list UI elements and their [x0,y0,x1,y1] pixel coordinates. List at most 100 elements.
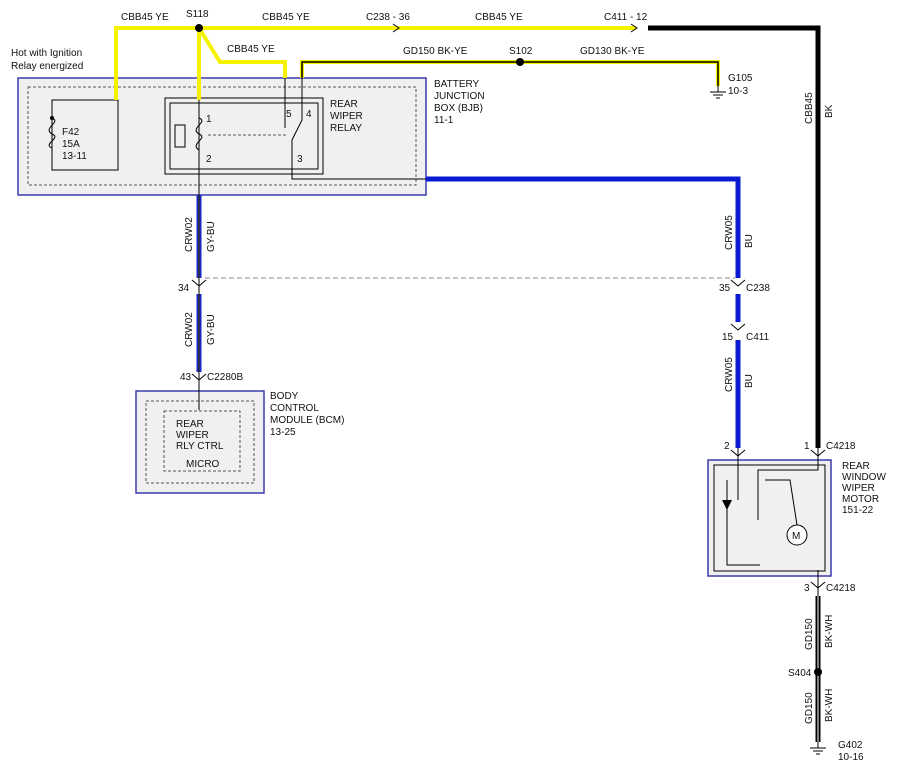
bcm-title-3: MODULE (BCM) [270,415,344,426]
motor-capacitor-line [765,479,798,526]
motor-ref: 151-22 [842,505,874,516]
hot-with-ignition-label: Hot with Ignition [11,48,82,59]
bjb-ref: 11-1 [434,115,454,126]
cbb45-bk-wire [648,25,821,448]
connector-c411-icon [630,23,638,33]
bjb-dashed-outline [27,86,417,186]
rear-wiper-rly-ctrl-3: RLY CTRL [176,441,224,452]
crw05-bu-wire-upper [426,176,741,278]
rear-wiper-rly-ctrl-1: REAR [176,419,204,430]
cbb45-ye-wire-diag [197,26,287,78]
ground-g105-icon [710,86,726,99]
relay-pin-4: 4 [306,109,312,120]
cbb45-ye-diag-label: CBB45 YE [227,44,275,55]
bjb-title-2: JUNCTION [434,91,485,102]
gd150-label-b: GD150 [804,692,815,724]
gd150-bkye-label: GD150 BK-YE [403,46,468,57]
cbb45-label: CBB45 [804,92,815,124]
connector-3-icon [810,581,826,589]
bcm-ref: 13-25 [270,427,296,438]
connector-43-icon [191,373,207,381]
g105-ref-label: 10-3 [728,86,748,97]
ground-g402-icon [810,742,826,755]
relay-title-1: REAR [330,99,358,110]
splice-s102 [516,58,524,66]
c4218-top-label: C4218 [826,441,856,452]
bkwh-label-a: BK-WH [824,615,835,648]
bkwh-label-b: BK-WH [824,689,835,722]
s102-label: S102 [509,46,533,57]
relay-pin-1: 1 [206,114,212,125]
gd130-bkye-label: GD130 BK-YE [580,46,645,57]
fuse-box [51,99,119,171]
pin-15-label: 15 [722,332,734,343]
s404-label: S404 [788,668,812,679]
bjb-title-1: BATTERY [434,79,480,90]
relay-pin-2: 2 [206,154,212,165]
cbb45-ye-right-label: CBB45 YE [475,12,523,23]
gd150-bkye-stripe [301,61,719,86]
gybu-label-a: GY-BU [206,221,217,252]
g402-label: G402 [838,740,863,751]
pin-43-label: 43 [180,372,192,383]
motor-pin-3-label: 3 [804,583,810,594]
s118-label: S118 [186,9,209,20]
cbb45-ye-left-label: CBB45 YE [121,12,169,23]
connector-15-icon [730,323,746,331]
pin-35-label: 35 [719,283,731,294]
bcm-box [135,390,265,494]
connector-2-icon [730,449,746,457]
crw02-label-a: CRW02 [184,217,195,252]
fuse-f42-label: F42 [62,127,80,138]
bcm-micro-box [163,410,241,472]
c4218-bottom-label: C4218 [826,583,856,594]
relay-pin-5: 5 [286,109,292,120]
splice-s404 [814,668,822,676]
c238-label: C238 [746,283,770,294]
motor-pin1-line [757,448,819,520]
crw05-label-b: CRW05 [724,357,735,392]
relay-energized-label: Relay energized [11,61,83,72]
relay-title-2: WIPER [330,111,363,122]
fuse-symbol [48,117,56,149]
c238-36-label: C238 - 36 [366,12,410,23]
bcm-title-1: BODY [270,391,299,402]
relay-pin-3: 3 [297,154,303,165]
relay-pin3-line [291,78,426,180]
c2280b-label: C2280B [207,372,243,383]
rear-wiper-rly-ctrl-2: WIPER [176,430,209,441]
pin-34-label: 34 [178,283,190,294]
motor-title-2: WINDOW [842,472,886,483]
cbb45-ye-wire-top [114,26,636,100]
relay-coil-icon [174,124,186,148]
splice-s118 [195,24,203,32]
bcm-title-2: CONTROL [270,403,319,414]
g402-ref-label: 10-16 [838,752,864,763]
wiper-motor-box [707,459,832,577]
motor-pin-2-label: 2 [724,441,730,452]
cbb45-ye-mid-label: CBB45 YE [262,12,310,23]
connector-34-icon [191,279,207,287]
relay-title-3: RELAY [330,123,362,134]
c411-12-label: C411 - 12 [604,12,648,23]
connector-35-icon [730,279,746,287]
motor-symbol-label: M [792,531,800,542]
fuse-terminal-icon [50,116,54,120]
bjb-title-3: BOX (BJB) [434,103,483,114]
crw05-label-a: CRW05 [724,215,735,250]
relay-coil-winding [195,117,203,151]
wiper-motor-inner [713,464,826,572]
gybu-label-b: GY-BU [206,314,217,345]
motor-internal-circuit [726,480,760,566]
motor-title-1: REAR [842,461,870,472]
connector-1-icon [810,449,826,457]
bu-label-a: BU [744,234,755,248]
relay-box-outer [164,97,324,175]
g105-label: G105 [728,73,753,84]
c411-label: C411 [746,332,770,343]
bk-label: BK [824,104,835,118]
micro-label: MICRO [186,459,220,470]
fuse-ref-label: 13-11 [62,151,87,162]
gd150-label-a: GD150 [804,618,815,650]
